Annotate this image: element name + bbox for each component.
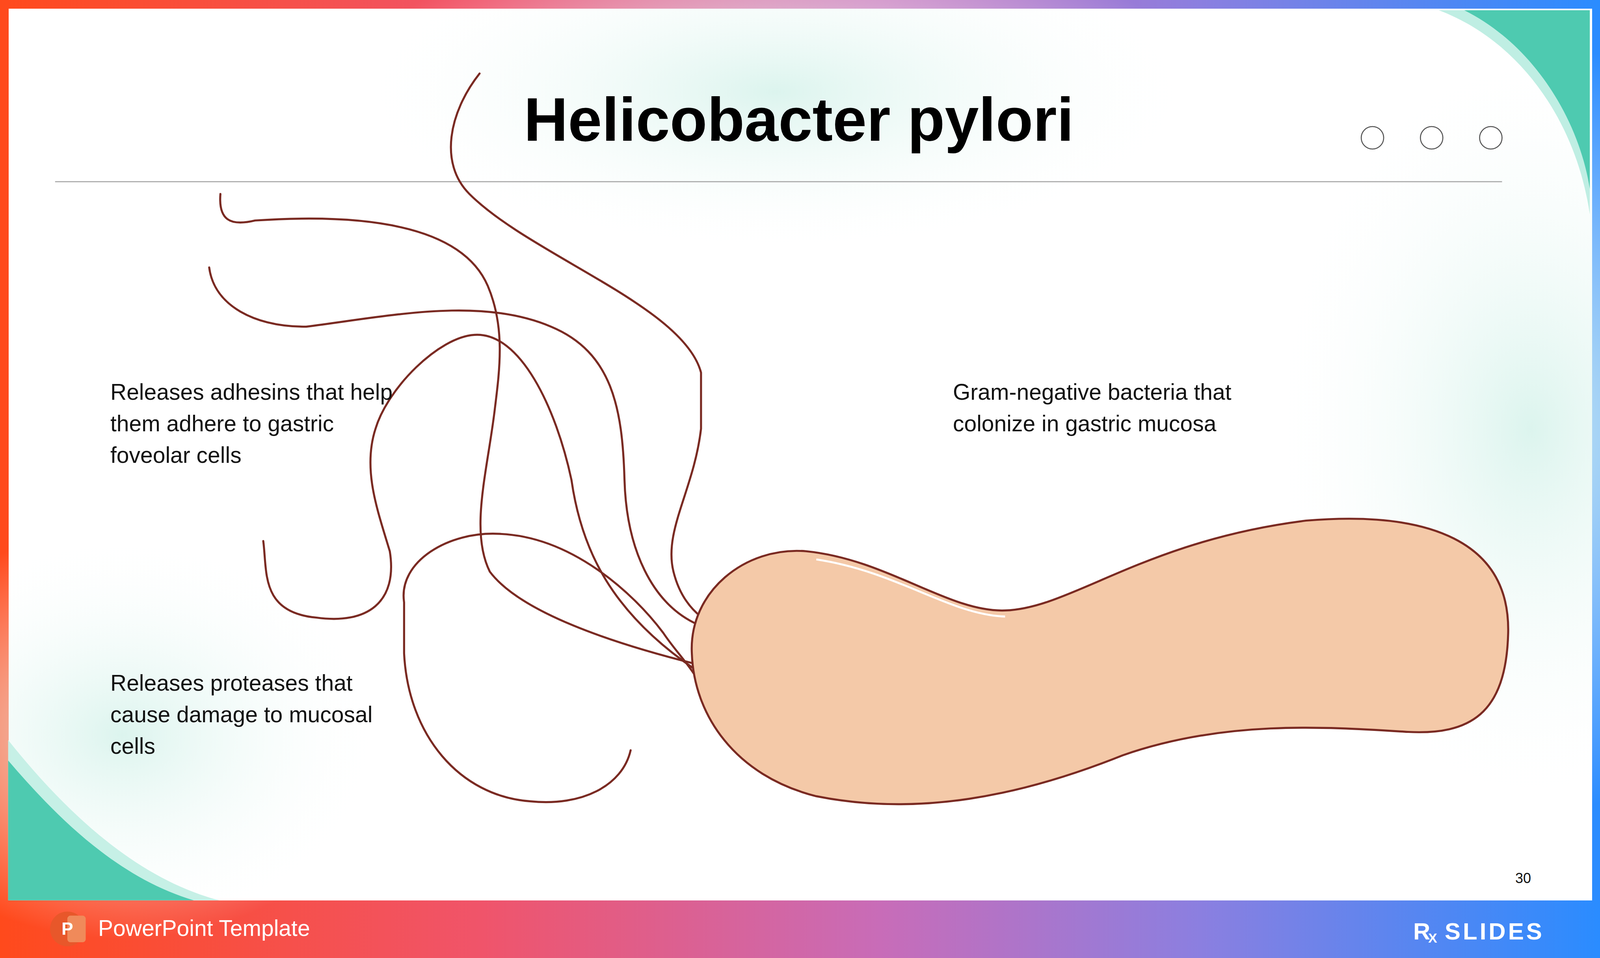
corner-halo [8,739,220,901]
page-number: 30 [1515,870,1532,886]
corner-halo [1438,10,1590,215]
deco-circle [1420,126,1443,149]
logo-letter: X [1428,930,1438,945]
slide-title: Helicobacter pylori [523,89,1074,151]
annotation: Releases adhesins that help them adhere … [110,375,402,471]
annotation: Gram-negative bacteria that colonize in … [952,375,1292,440]
corner-blob [8,760,194,901]
logo-letter: R [1413,919,1431,944]
background-glow [0,530,388,939]
footer-text: PowerPoint Template [98,916,311,940]
deco-circle [1361,126,1384,149]
flagellum [450,73,702,618]
body-highlight [816,559,1005,617]
background-glow [346,0,1204,255]
icon-letter: P [50,911,85,946]
flagellum [403,533,694,802]
bacterium-body [691,518,1509,804]
deco-circle [1479,126,1502,149]
flagellum [209,267,694,623]
title-rule [55,181,1503,183]
corner-blob [1464,10,1590,189]
annotation: Releases proteases that cause damage to … [110,666,402,762]
logo-word: SLIDES [1444,919,1545,944]
